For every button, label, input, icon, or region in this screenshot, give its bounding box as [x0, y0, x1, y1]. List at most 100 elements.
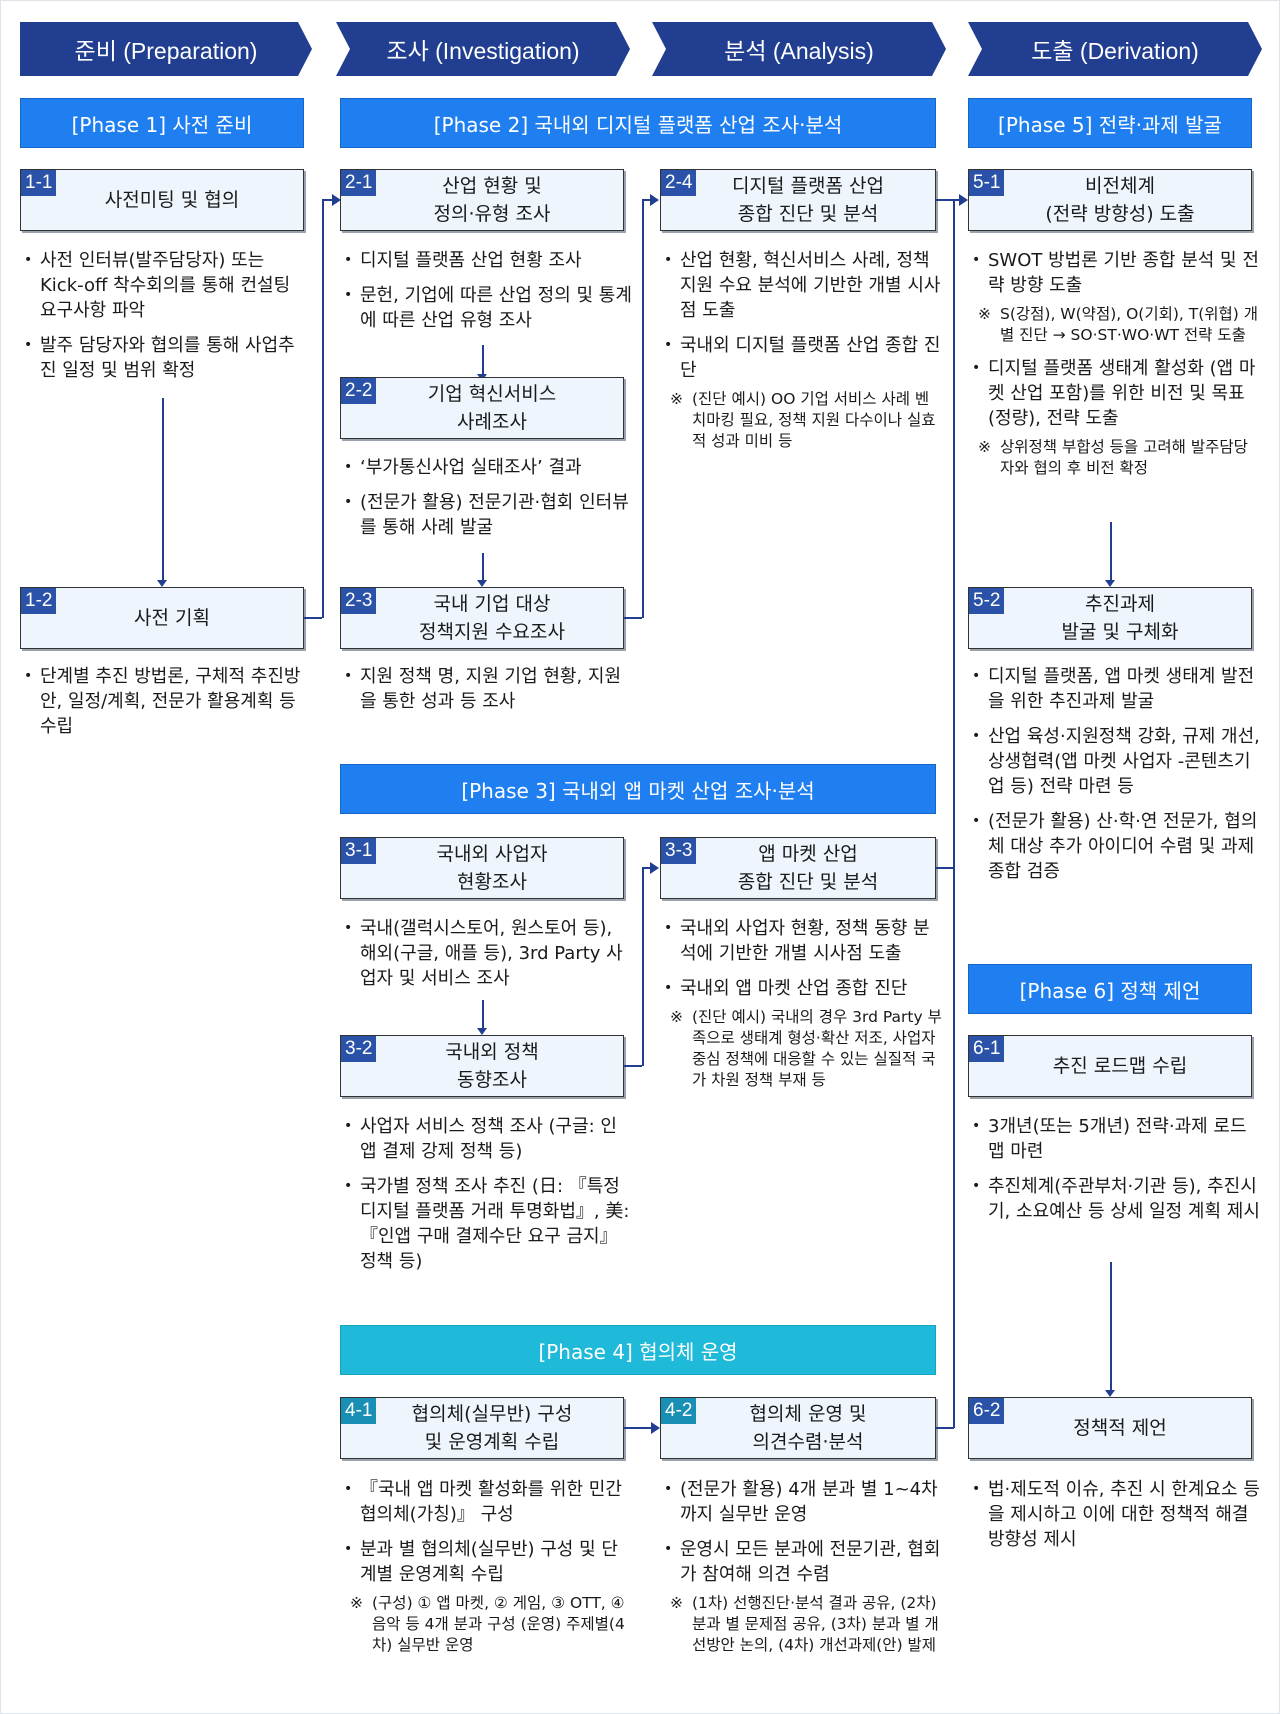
- connector-4-1-to-4-2: [624, 1427, 652, 1429]
- step-4-1-box: 4-1 협의체(실무반) 구성 및 운영계획 수립: [340, 1397, 624, 1459]
- step-tag: 1-2: [21, 588, 57, 614]
- phase-6-header: [Phase 6] 정책 제언: [968, 964, 1252, 1014]
- step-5-2-box: 5-2 추진과제 발굴 및 구체화: [968, 587, 1252, 649]
- desc-note: (진단 예시) OO 기업 서비스 사례 벤치마킹 필요, 정책 지원 다수이나…: [662, 389, 942, 452]
- connector-3-2-out: [624, 1065, 642, 1067]
- step-title: 기업 혁신서비스 사례조사: [427, 383, 557, 433]
- step-title: 정책적 제언: [1073, 1417, 1167, 1439]
- phase-label: [Phase 3] 국내외 앱 마켓 산업 조사·분석: [461, 778, 815, 803]
- step-title: 사전미팅 및 협의: [104, 189, 240, 211]
- step-tag: 2-3: [341, 588, 377, 614]
- connector-phase1-to-phase2: [322, 199, 324, 618]
- desc-item: 법·제도적 이슈, 추진 시 한계요소 등을 제시하고 이에 대한 정책적 해결…: [970, 1477, 1260, 1552]
- step-6-1-desc: 3개년(또는 5개년) 전략·과제 로드맵 마련 추진체계(주관부처·기관 등)…: [970, 1114, 1260, 1234]
- step-2-4-desc: 산업 현황, 혁신서비스 사례, 정책 지원 수요 분석에 기반한 개별 시사점…: [662, 248, 942, 462]
- desc-item: 국가별 정책 조사 추진 (日: 『특정 디지털 플랫폼 거래 투명화법』, 美…: [342, 1174, 632, 1274]
- step-4-1-desc: 『국내 앱 마켓 활성화를 위한 민간협의체(가칭)』 구성 분과 별 협의체(…: [342, 1477, 632, 1666]
- desc-item: 산업 현황, 혁신서비스 사례, 정책 지원 수요 분석에 기반한 개별 시사점…: [662, 248, 942, 323]
- step-5-1-desc: SWOT 방법론 기반 종합 분석 및 전략 방향 도출 S(강점), W(약점…: [970, 248, 1260, 489]
- step-title: 비전체계 (전략 방향성) 도출: [1045, 175, 1195, 225]
- desc-item: 추진체계(주관부처·기관 등), 추진시기, 소요예산 등 상세 일정 계획 제…: [970, 1174, 1260, 1224]
- connector-to-3-3: [642, 867, 644, 1066]
- step-tag: 3-3: [661, 838, 697, 864]
- arrow-right-icon: [650, 862, 659, 874]
- desc-item: 디지털 플랫폼, 앱 마켓 생태계 발전을 위한 추진과제 발굴: [970, 664, 1260, 714]
- step-tag: 2-2: [341, 378, 377, 404]
- step-title: 산업 현황 및 정의·유형 조사: [433, 175, 551, 225]
- desc-item: 3개년(또는 5개년) 전략·과제 로드맵 마련: [970, 1114, 1260, 1164]
- desc-item: 디지털 플랫폼 산업 현황 조사: [342, 248, 632, 273]
- step-title: 국내외 사업자 현황조사: [436, 843, 548, 893]
- step-6-2-box: 6-2 정책적 제언: [968, 1397, 1252, 1459]
- arrow-down-icon: [1105, 580, 1115, 587]
- phase-2-header: [Phase 2] 국내외 디지털 플랫폼 산업 조사·분석: [340, 98, 936, 148]
- step-2-4-box: 2-4 디지털 플랫폼 산업 종합 진단 및 분석: [660, 169, 936, 231]
- desc-item: 지원 정책 명, 지원 기업 현황, 지원을 통한 성과 등 조사: [342, 664, 632, 714]
- connector-to-2-4: [642, 199, 644, 618]
- desc-item: 운영시 모든 분과에 전문기관, 협회가 참여해 의견 수렴: [662, 1537, 942, 1587]
- step-5-1-box: 5-1 비전체계 (전략 방향성) 도출: [968, 169, 1252, 231]
- step-6-1-box: 6-1 추진 로드맵 수립: [968, 1035, 1252, 1097]
- connector-5-1-to-5-2: [1110, 522, 1112, 581]
- connector-trunk-to-phase5: [953, 199, 955, 1428]
- connector-1-2-out: [304, 617, 322, 619]
- desc-item: (전문가 활용) 4개 분과 별 1~4차까지 실무반 운영: [662, 1477, 942, 1527]
- phase-1-header: [Phase 1] 사전 준비: [20, 98, 304, 148]
- phase-label: [Phase 4] 협의체 운영: [538, 1339, 738, 1364]
- desc-item: ‘부가통신사업 실태조사’ 결과: [342, 455, 632, 480]
- step-title: 앱 마켓 산업 종합 진단 및 분석: [737, 843, 879, 893]
- connector-3-1-to-3-2: [482, 1000, 484, 1030]
- connector-1-1-to-1-2: [162, 398, 164, 581]
- step-tag: 5-1: [969, 170, 1005, 196]
- phase-label: [Phase 6] 정책 제언: [1019, 978, 1201, 1003]
- connector-into-2-4: [642, 199, 650, 201]
- arrow-right-icon: [959, 194, 968, 206]
- step-tag: 3-1: [341, 838, 377, 864]
- step-2-3-desc: 지원 정책 명, 지원 기업 현황, 지원을 통한 성과 등 조사: [342, 664, 632, 724]
- desc-item: 발주 담당자와 협의를 통해 사업추진 일정 및 범위 확정: [22, 333, 307, 383]
- stage-label: 분석 (Analysis): [724, 38, 874, 64]
- desc-item: 사업자 서비스 정책 조사 (구글: 인앱 결제 강제 정책 등): [342, 1114, 632, 1164]
- step-title: 협의체(실무반) 구성 및 운영계획 수립: [411, 1403, 573, 1453]
- phase-label: [Phase 5] 전략·과제 발굴: [998, 112, 1222, 137]
- step-title: 국내외 정책 동향조사: [445, 1041, 539, 1091]
- phase-label: [Phase 2] 국내외 디지털 플랫폼 산업 조사·분석: [433, 112, 843, 137]
- phase-5-header: [Phase 5] 전략·과제 발굴: [968, 98, 1252, 148]
- step-6-2-desc: 법·제도적 이슈, 추진 시 한계요소 등을 제시하고 이에 대한 정책적 해결…: [970, 1477, 1260, 1562]
- stage-label: 준비 (Preparation): [74, 38, 258, 64]
- connector-2-2-to-2-3: [482, 553, 484, 581]
- step-title: 추진 로드맵 수립: [1052, 1055, 1188, 1077]
- arrow-right-icon: [332, 194, 341, 206]
- desc-item: 산업 육성·지원정책 강화, 규제 개선, 상생협력(앱 마켓 사업자 -콘텐츠…: [970, 724, 1260, 799]
- step-tag: 6-1: [969, 1036, 1005, 1062]
- step-1-2-desc: 단계별 추진 방법론, 구체적 추진방안, 일정/계획, 전문가 활용계획 등 …: [22, 664, 307, 749]
- step-3-1-desc: 국내(갤럭시스토어, 원스토어 등), 해외(구글, 애플 등), 3rd Pa…: [342, 916, 632, 1001]
- connector-into-2-1: [322, 199, 332, 201]
- step-title: 국내 기업 대상 정책지원 수요조사: [419, 593, 565, 643]
- step-2-1-box: 2-1 산업 현황 및 정의·유형 조사: [340, 169, 624, 231]
- desc-note: (구성) ① 앱 마켓, ② 게임, ③ OTT, ④ 음악 등 4개 분과 구…: [342, 1593, 632, 1656]
- step-tag: 4-2: [661, 1398, 697, 1424]
- step-tag: 2-1: [341, 170, 377, 196]
- step-1-2-box: 1-2 사전 기획: [20, 587, 304, 649]
- desc-item: (전문가 활용) 산·학·연 전문가, 협의체 대상 추가 아이디어 수렴 및 …: [970, 809, 1260, 884]
- step-tag: 2-4: [661, 170, 697, 196]
- arrow-right-icon: [651, 1422, 660, 1434]
- step-title: 추진과제 발굴 및 구체화: [1061, 593, 1179, 643]
- step-3-2-desc: 사업자 서비스 정책 조사 (구글: 인앱 결제 강제 정책 등) 국가별 정책…: [342, 1114, 632, 1284]
- connector-2-4-out: [936, 199, 954, 201]
- desc-item: 단계별 추진 방법론, 구체적 추진방안, 일정/계획, 전문가 활용계획 등 …: [22, 664, 307, 739]
- step-tag: 5-2: [969, 588, 1005, 614]
- step-3-3-box: 3-3 앱 마켓 산업 종합 진단 및 분석: [660, 837, 936, 899]
- stage-preparation: 준비 (Preparation): [20, 22, 312, 76]
- step-2-2-box: 2-2 기업 혁신서비스 사례조사: [340, 377, 624, 439]
- step-title: 사전 기획: [134, 607, 210, 629]
- step-4-2-desc: (전문가 활용) 4개 분과 별 1~4차까지 실무반 운영 운영시 모든 분과…: [662, 1477, 942, 1666]
- connector-6-1-to-6-2: [1110, 1262, 1112, 1391]
- arrow-down-icon: [1105, 1390, 1115, 1397]
- step-2-2-desc: ‘부가통신사업 실태조사’ 결과 (전문가 활용) 전문기관·협회 인터뷰를 통…: [342, 455, 632, 550]
- step-2-1-desc: 디지털 플랫폼 산업 현황 조사 문헌, 기업에 따른 산업 정의 및 통계에 …: [342, 248, 632, 343]
- arrow-down-icon: [477, 1028, 487, 1035]
- connector-3-3-out: [936, 867, 954, 869]
- step-1-1-box: 1-1 사전미팅 및 협의: [20, 169, 304, 231]
